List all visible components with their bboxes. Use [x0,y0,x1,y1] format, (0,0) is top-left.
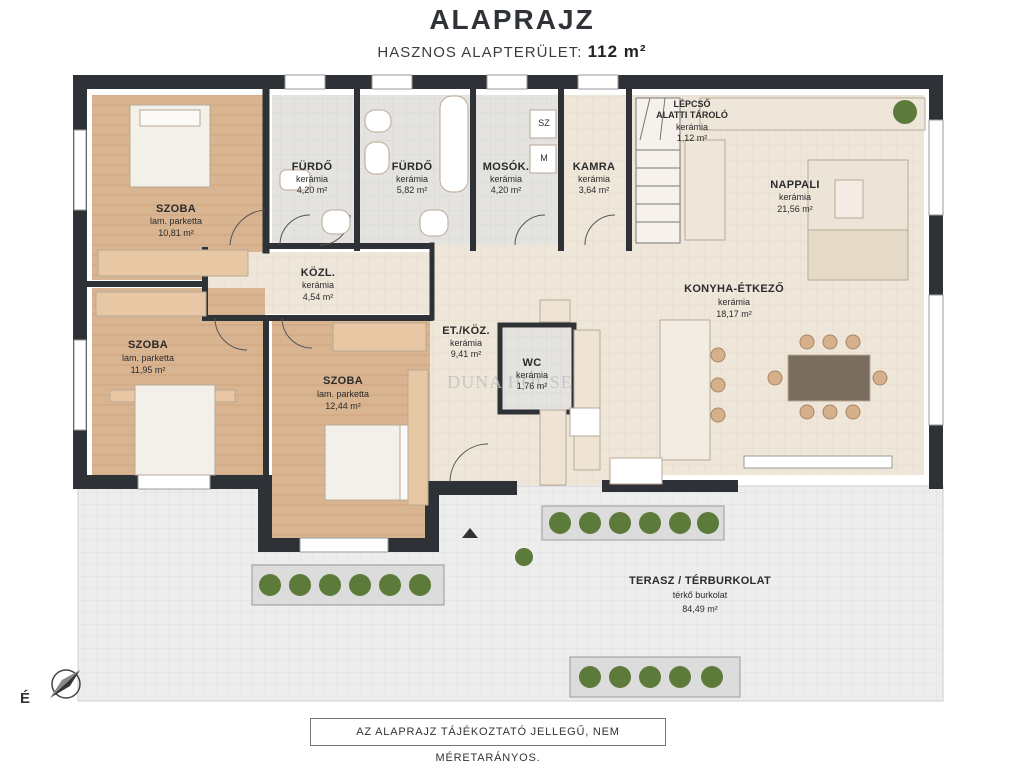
nappali-name: NAPPALI [770,179,820,191]
dryer [529,144,557,174]
room-labels: SZOBA lam. parketta 10,81 m² FÜRDŐ kerám… [122,98,820,614]
terasz-area: 84,49 m² [682,604,718,614]
kozl-name: KÖZL. [301,266,336,279]
konyha-area: 18,17 m² [716,309,752,319]
entrance-arrow [462,528,478,538]
floor-wc [502,328,572,410]
szoba3-name: SZOBA [323,375,363,387]
kamra-name: KAMRA [573,161,615,173]
lepcso-name2: ALATTI TÁROLÓ [656,109,728,120]
wc-material: kerámia [516,370,548,380]
lepcso-area: 1,12 m² [677,133,708,143]
wc-name: WC [523,357,542,369]
chairs [710,334,888,423]
watermark: DUNA HOUSE [447,372,573,392]
north-letter: É [20,690,31,707]
wc-area: 1,76 m² [517,381,548,391]
terasz-name: TERASZ / TÉRBURKOLAT [629,574,771,587]
mosok-name: MOSÓK. [483,160,529,173]
floor-kamra [564,95,626,245]
szoba1-name: SZOBA [156,203,196,215]
plan-title: ALAPRAJZ [429,4,595,35]
staircase [635,97,681,244]
etkoz-material: kerámia [450,338,482,348]
szoba3-material: lam. parketta [317,389,369,399]
subtitle-area: 112 m² [587,42,647,61]
furdo1-material: kerámia [296,174,328,184]
furniture [95,95,926,506]
nappali-material: kerámia [779,192,811,202]
plants [251,100,917,698]
furdo2-area: 5,82 m² [397,185,428,195]
furdo2-material: kerámia [396,174,428,184]
szoba2-material: lam. parketta [122,353,174,363]
doors [214,209,616,483]
furdo2-name: FÜRDŐ [392,160,433,173]
szoba1-material: lam. parketta [150,216,202,226]
konyha-material: kerámia [718,297,750,307]
dryer-label: M [540,153,548,163]
furdo1-name: FÜRDŐ [292,160,333,173]
kamra-area: 3,64 m² [579,185,610,195]
mosok-area: 4,20 m² [491,185,522,195]
etkoz-name: ET./KÖZ. [442,324,490,337]
lepcso-name1: LÉPCSŐ [673,98,710,109]
windows [73,74,944,553]
plan-subtitle: HASZNOS ALAPTERÜLET: 112 m² [0,42,1024,62]
washer-label: SZ [538,118,550,128]
lepcso-material: kerámia [676,122,708,132]
furdo1-area: 4,20 m² [297,185,328,195]
szoba1-area: 10,81 m² [158,228,194,238]
kozl-material: kerámia [302,280,334,290]
subtitle-label: HASZNOS ALAPTERÜLET: [377,44,583,61]
szoba2-name: SZOBA [128,339,168,351]
north-arrow-icon [50,669,81,699]
disclaimer-note: AZ ALAPRAJZ TÁJÉKOZTATÓ JELLEGŰ, NEM MÉR… [310,718,666,764]
nappali-area: 21,56 m² [777,204,813,214]
szoba3-area: 12,44 m² [325,401,361,411]
terrace-area [77,485,944,702]
konyha-name: KONYHA-ÉTKEZŐ [684,282,784,295]
mosok-material: kerámia [490,174,522,184]
washer [529,109,557,139]
kamra-material: kerámia [578,174,610,184]
szoba2-area: 11,95 m² [131,365,166,375]
kozl-area: 4,54 m² [303,292,334,302]
etkoz-area: 9,41 m² [451,349,482,359]
terasz-material: térkő burkolat [673,590,728,600]
